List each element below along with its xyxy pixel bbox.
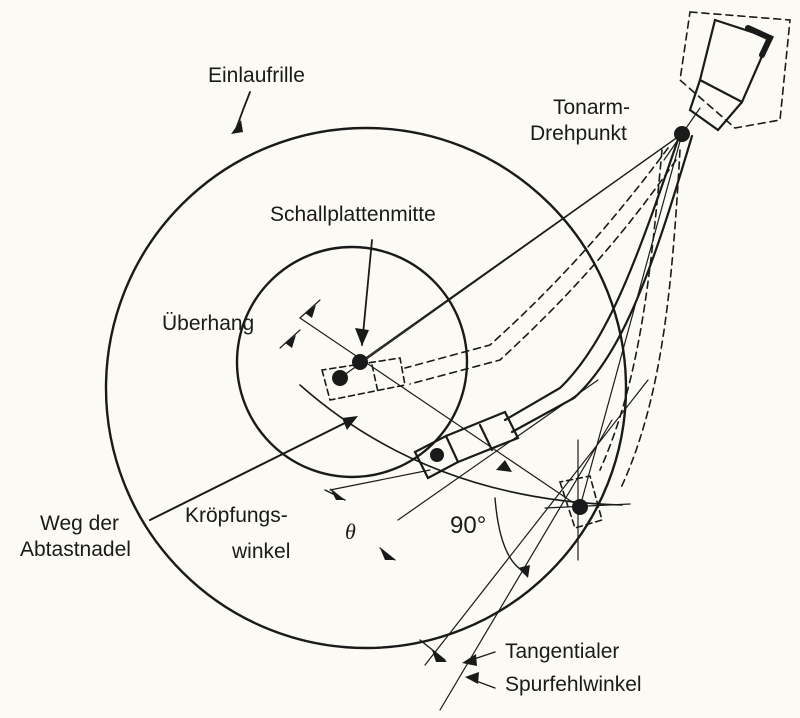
line-stylus-radial	[397, 379, 599, 521]
pointer-weg	[149, 417, 356, 521]
label-ueberhang: Überhang	[162, 312, 255, 335]
tonearm-dashed-far	[404, 147, 677, 385]
counterweight-dashed	[679, 11, 791, 129]
arrowhead-90-lower	[518, 565, 530, 578]
label-theta: θ	[345, 519, 356, 544]
arrowhead-einlaufrille	[231, 120, 243, 134]
stylus-inner-dot	[332, 370, 348, 386]
headshell-dashed-outer	[558, 475, 603, 529]
arrowhead-tangential-2	[462, 654, 477, 666]
label-schallplattenmitte: Schallplattenmitte	[270, 203, 436, 226]
arrowhead-theta	[380, 548, 395, 560]
label-einlaufrille: Einlaufrille	[208, 64, 305, 87]
pointer-schallplattenmitte	[361, 239, 373, 346]
label-weg-line2: Abtastnadel	[20, 538, 131, 561]
arrowhead-tangential-3	[465, 672, 479, 684]
tonearm-pivot-dot	[674, 126, 690, 142]
arrowhead-overhang-1	[305, 305, 316, 318]
label-weg-line1: Weg der	[40, 512, 119, 535]
arrowhead-schallplattenmitte	[355, 328, 369, 346]
line-pivot-to-stylus-inner	[339, 133, 683, 379]
tonearm-solid	[503, 126, 694, 434]
label-tonarm-line2: Drehpunkt	[530, 122, 627, 145]
line-stylus-short	[329, 469, 431, 491]
line-pivot-to-stylus-outer	[579, 133, 683, 508]
label-kroepfung-line2: winkel	[232, 540, 291, 563]
label-ninety-degrees: 90°	[450, 512, 487, 539]
label-tonarm-line1: Tonarm-	[553, 96, 631, 119]
arrowhead-overhang-2	[285, 335, 296, 348]
arrowhead-90-upper	[496, 460, 512, 472]
line-tangent	[424, 379, 649, 666]
tonearm-dashed-near	[599, 149, 681, 491]
line-overhang-axis	[299, 317, 585, 511]
record-center-dot	[352, 354, 368, 370]
stylus-path-arc	[299, 384, 623, 506]
stylus-outer-dot	[572, 499, 588, 515]
pointer-tangential-1	[419, 639, 446, 661]
label-kroepfung-line1: Kröpfungs-	[185, 504, 288, 527]
overhang-dim-1	[299, 299, 321, 319]
arrowhead-tangential-1	[432, 650, 447, 662]
overhang-dim-2	[279, 329, 301, 349]
right-angle-arc	[494, 497, 526, 573]
headshell-dashed-inner	[320, 357, 406, 401]
counterweight-cap	[745, 25, 775, 58]
arrowhead-kroepfung	[330, 488, 345, 500]
arrowhead-weg	[342, 416, 358, 430]
label-tangential-line2: Spurfehlwinkel	[505, 673, 642, 696]
record-label-circle	[235, 245, 469, 479]
label-tangential-line1: Tangentialer	[505, 640, 620, 663]
line-offset	[439, 419, 613, 711]
record-outer-circle	[104, 126, 628, 650]
counterweight-solid	[688, 18, 772, 132]
stylus-middle-dot	[430, 448, 444, 462]
